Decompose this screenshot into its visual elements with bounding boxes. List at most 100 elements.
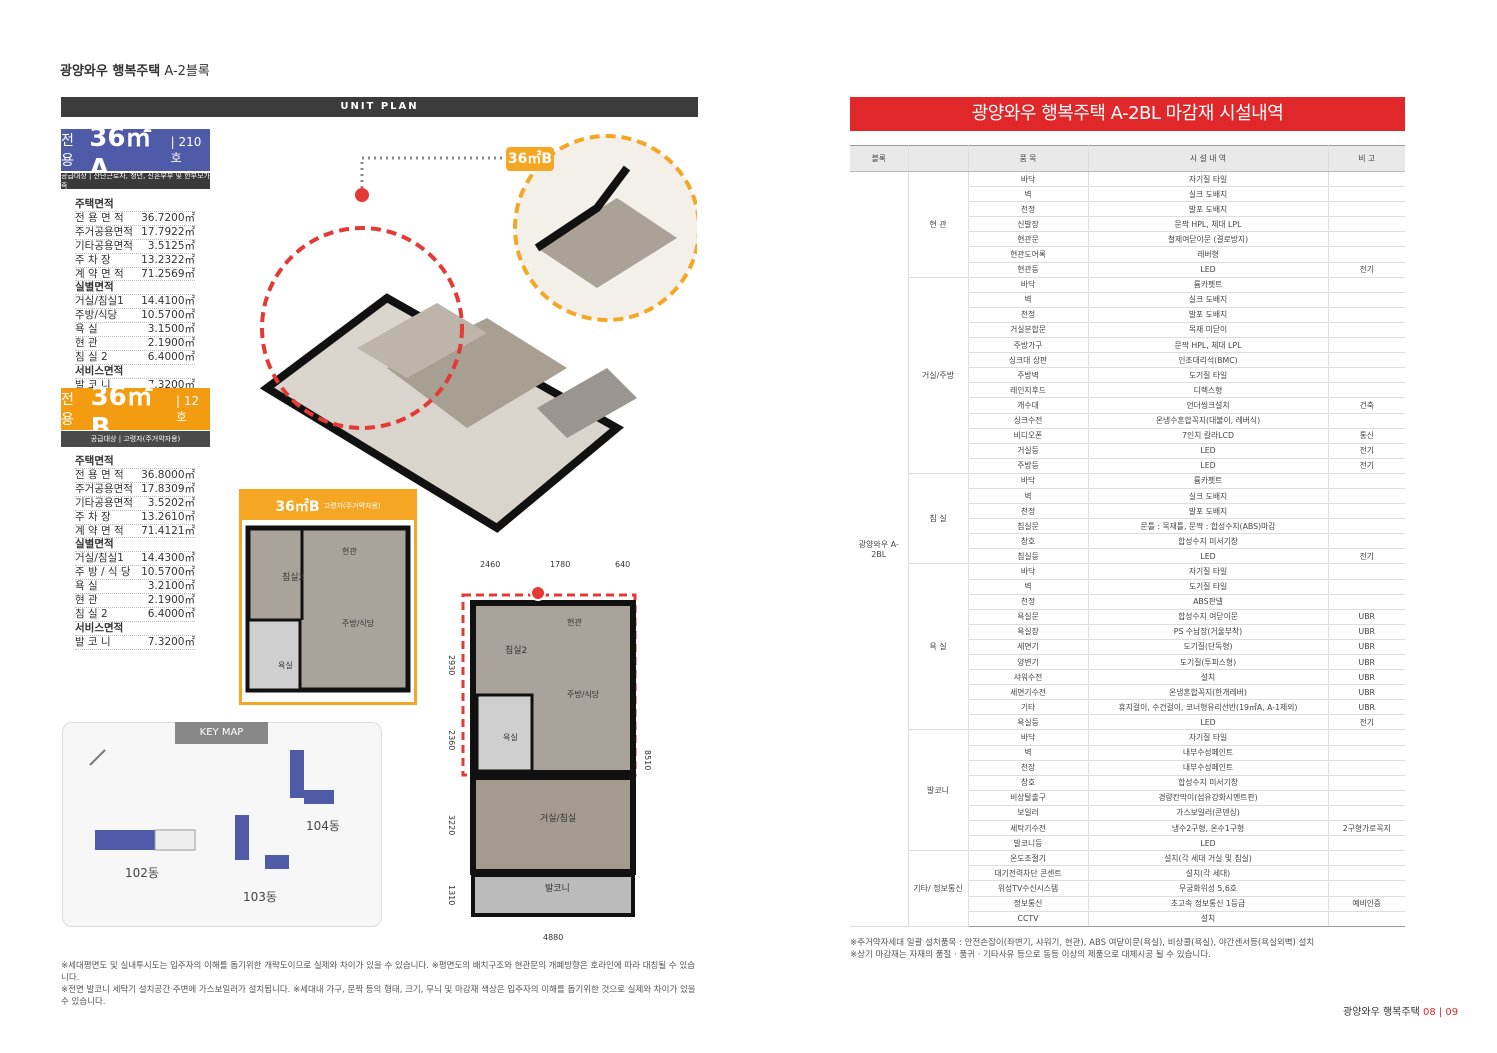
note-cell: 예비인증 [1328,896,1405,912]
detail-cell: 실크 도배지 [1088,488,1329,505]
detail-cell: 합성수지 여닫이문 [1088,609,1329,625]
item-cell: 벽 [968,745,1089,761]
note-cell [1328,307,1405,323]
floor-plan-3d [259,134,697,533]
note-cell [1328,322,1405,339]
note-cell [1328,775,1405,791]
detail-cell: LED [1088,443,1329,459]
detail-cell: 도기질 타일 [1088,579,1329,595]
site-title: 광양와우 행복주택 A-2블록 [60,64,210,79]
note-cell [1328,805,1405,822]
note-cell [1328,911,1405,927]
item-cell: 대기전력차단 콘센트 [968,865,1089,882]
item-cell: 비상탈출구 [968,790,1089,806]
note-cell [1328,563,1405,580]
svg-text:2360: 2360 [447,730,456,750]
item-cell: 거실등 [968,443,1089,459]
detail-cell: LED [1088,548,1329,565]
note-cell: 전기 [1328,714,1405,731]
item-cell: 세탁기수전 [968,820,1089,837]
small-plan-b: 36㎡B 고령자(주거약자용) 침실2 현관 주방/식당 욕실 [239,489,417,705]
item-cell: 주방가구 [968,337,1089,354]
note-cell: 통신 [1328,428,1405,444]
item-cell: 욕실문 [968,609,1089,625]
group-cell: 현 관 [908,171,969,278]
item-cell: 벽 [968,186,1089,203]
note-cell [1328,745,1405,761]
detail-cell: 7인치 칼라LCD [1088,428,1329,444]
area-row: 주택면적 [75,455,195,469]
key-map-diagram [89,749,334,869]
area-row: 주택면적 [75,198,195,212]
note-cell [1328,413,1405,429]
item-cell: 신발장 [968,216,1089,233]
item-cell: 레인지후드 [968,382,1089,399]
item-cell: 벽 [968,579,1089,595]
detail-cell: 설치 [1088,911,1329,927]
detail-cell: 설치 [1088,669,1329,686]
detail-cell: 설치(각 세대 거실 및 침실) [1088,850,1329,867]
note-cell [1328,246,1405,263]
note-cell [1328,382,1405,399]
note-cell: 전기 [1328,548,1405,565]
note-cell: UBR [1328,699,1405,716]
room-balcony-b: 발코니 [545,883,570,894]
room-living-b: 거실/침실 [540,813,576,824]
detail-cell: 실크 도배지 [1088,292,1329,308]
detail-cell: LED [1088,714,1329,731]
detail-cell: 발포 도배지 [1088,503,1329,520]
room-bath: 욕실 [278,660,293,670]
item-cell: 천장 [968,760,1089,776]
note-cell: 전기 [1328,262,1405,278]
building-103: 103동 [243,890,277,904]
note-cell [1328,352,1405,369]
area-row: 실별면적 [75,538,195,553]
item-cell: 창호 [968,775,1089,791]
detail-cell: 휴지걸이, 수건걸이, 코너형유리선반(19㎡A, A-1제외) [1088,699,1329,716]
detail-cell: 문틀 : 목재틀, 문짝 : 합성수지(ABS)마감 [1088,518,1329,535]
page-footer: 광양와우 행복주택 08 | 09 [1343,1007,1459,1018]
note-cell: 2구형가로꼭지 [1328,820,1405,837]
room-bath-b: 욕실 [503,732,518,742]
detail-cell: LED [1088,458,1329,474]
item-cell: 천정 [968,503,1089,520]
item-cell: 비디오폰 [968,428,1089,444]
note-cell: UBR [1328,669,1405,686]
note-cell [1328,231,1405,248]
note-cell [1328,518,1405,535]
detail-cell: 도기질 타일 [1088,367,1329,384]
note-cell [1328,729,1405,746]
spec-header: 광양와우 행복주택 A-2BL 마감재 시설내역 [850,97,1405,131]
building-104: 104동 [306,819,340,833]
